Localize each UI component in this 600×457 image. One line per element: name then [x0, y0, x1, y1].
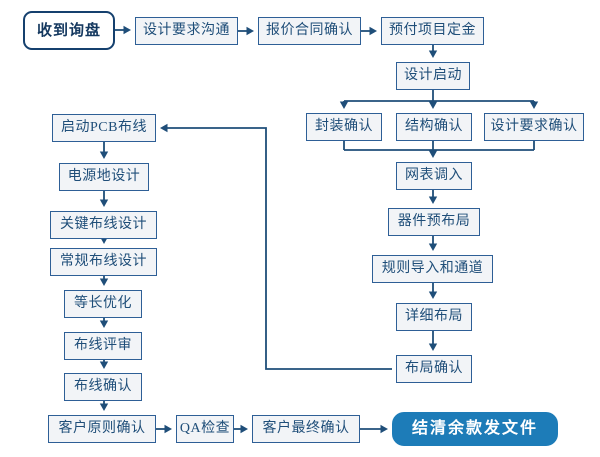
flow-node-n19[interactable]: 布线评审	[64, 332, 142, 360]
flow-node-label: 网表调入	[405, 168, 463, 183]
edge-pcbstart-to-power-arrowhead	[99, 151, 109, 159]
edge-bus-to-designreq-arrowhead	[529, 101, 539, 109]
flow-node-label: 等长优化	[74, 296, 132, 311]
edge-inquiry-to-design-req-arrowhead	[123, 25, 131, 35]
flow-node-n1[interactable]: 收到询盘	[23, 11, 115, 50]
flow-node-n12[interactable]: 详细布局	[396, 303, 472, 331]
flow-node-label: 详细布局	[405, 309, 463, 324]
edge-length-to-review-arrowhead	[99, 320, 109, 328]
flow-node-n21[interactable]: 客户原则确认	[48, 415, 156, 443]
edge-qa-to-final-arrowhead	[240, 424, 248, 434]
edge-preplace-to-rules-arrowhead	[428, 243, 438, 251]
edge-client-to-qa-arrowhead	[164, 424, 172, 434]
flow-node-n24[interactable]: 结清余款发文件	[392, 412, 558, 446]
flow-node-n5[interactable]: 设计启动	[396, 62, 470, 90]
flow-node-label: 设计要求沟通	[143, 23, 230, 38]
flow-node-label: 器件预布局	[397, 214, 471, 229]
flow-node-n23[interactable]: 客户最终确认	[252, 415, 360, 443]
edge-deposit-to-kickoff-arrowhead	[428, 50, 438, 58]
flow-node-label: QA检查	[179, 421, 231, 436]
edge-design-req-to-quote-arrowhead	[246, 26, 254, 36]
flow-node-n20[interactable]: 布线确认	[64, 373, 142, 401]
flow-node-n2[interactable]: 设计要求沟通	[135, 17, 238, 45]
flow-node-label: 布局确认	[405, 361, 463, 376]
flow-node-n7[interactable]: 结构确认	[396, 113, 472, 141]
edge-bus-to-package-arrowhead	[339, 101, 349, 109]
edge-netlist-to-preplace-arrowhead	[428, 196, 438, 204]
flow-node-label: 结清余款发文件	[411, 420, 538, 437]
flow-node-n13[interactable]: 布局确认	[396, 355, 472, 383]
flow-node-label: 布线评审	[74, 338, 132, 353]
flow-node-label: 设计要求确认	[490, 119, 578, 134]
flow-node-label: 布线确认	[74, 379, 132, 394]
flow-node-n16[interactable]: 关键布线设计	[50, 211, 157, 239]
flow-node-label: 结构确认	[405, 119, 463, 134]
flow-node-label: 封装确认	[315, 119, 373, 134]
edge-feedback-to-pcbstart-arrowhead	[160, 123, 168, 133]
edge-quote-to-deposit-arrowhead	[369, 26, 377, 36]
flow-node-label: 报价合同确认	[266, 23, 353, 38]
flow-node-label: 常规布线设计	[60, 254, 147, 269]
flow-node-n15[interactable]: 电源地设计	[59, 163, 149, 191]
edge-detail-to-layoutconfirm-arrowhead	[428, 343, 438, 351]
edge-bus-to-structure-arrowhead	[428, 101, 438, 109]
flow-node-n22[interactable]: QA检查	[176, 415, 234, 443]
flow-node-n9[interactable]: 网表调入	[396, 162, 472, 190]
flow-node-n10[interactable]: 器件预布局	[388, 208, 480, 236]
edge-routeconfirm-to-client-arrowhead	[99, 403, 109, 411]
flow-node-label: 电源地设计	[67, 169, 141, 184]
edge-power-to-key-arrowhead	[99, 199, 109, 207]
flow-node-label: 客户原则确认	[58, 421, 146, 436]
edge-feedback-to-pcbstart	[167, 127, 392, 370]
flow-node-label: 关键布线设计	[60, 217, 147, 232]
edge-rules-to-detail-arrowhead	[428, 291, 438, 299]
flow-node-label: 规则导入和通道	[381, 261, 484, 276]
flow-node-n8[interactable]: 设计要求确认	[484, 113, 584, 141]
flow-node-n11[interactable]: 规则导入和通道	[372, 255, 493, 283]
edge-review-to-routeconfirm-arrowhead	[99, 361, 109, 369]
flow-node-label: 收到询盘	[36, 22, 101, 39]
edge-structure-to-netlist-arrowhead	[428, 150, 438, 158]
flow-node-n3[interactable]: 报价合同确认	[258, 17, 361, 45]
flow-node-label: 启动PCB布线	[61, 120, 147, 135]
flow-node-n14[interactable]: 启动PCB布线	[52, 114, 156, 142]
flow-node-n18[interactable]: 等长优化	[64, 290, 142, 318]
edge-final-to-settle-arrowhead	[380, 424, 388, 434]
flow-node-label: 设计启动	[404, 68, 462, 83]
flow-node-n6[interactable]: 封装确认	[306, 113, 382, 141]
edge-normal-to-length-arrowhead	[99, 278, 109, 286]
flow-node-n4[interactable]: 预付项目定金	[381, 17, 484, 45]
flow-node-n17[interactable]: 常规布线设计	[50, 248, 157, 276]
flow-node-label: 客户最终确认	[262, 421, 350, 436]
flow-node-label: 预付项目定金	[389, 23, 476, 38]
